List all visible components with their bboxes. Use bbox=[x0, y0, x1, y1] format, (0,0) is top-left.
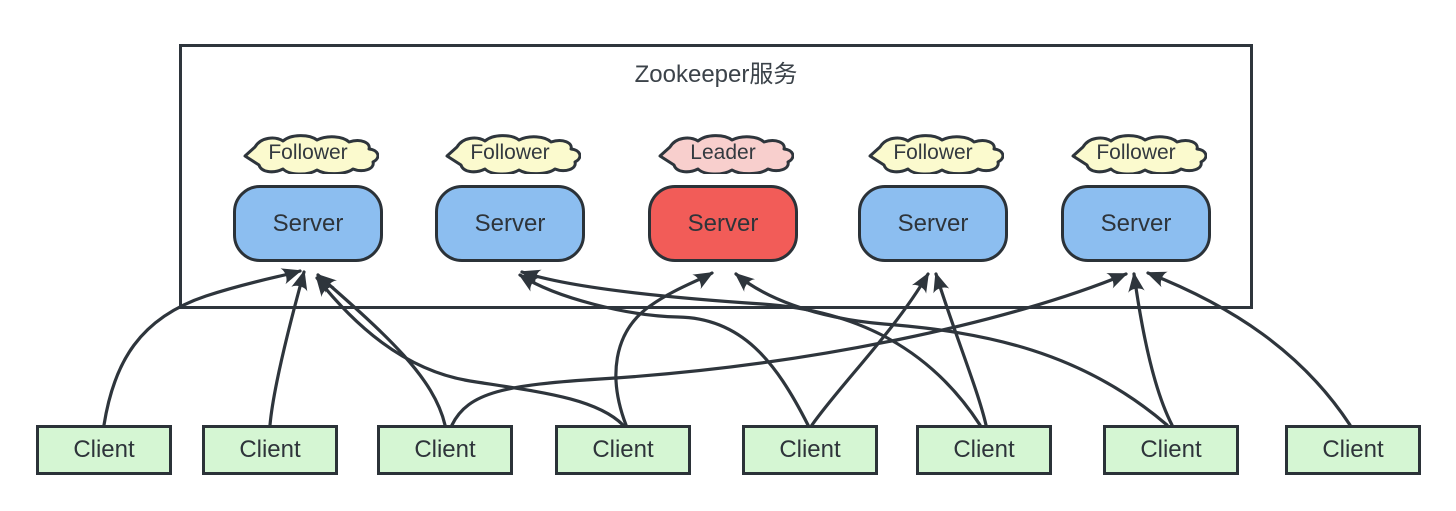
client-node-2: Client bbox=[202, 425, 338, 475]
connection-arrow-client-3-to-server-1 bbox=[316, 273, 447, 427]
client-node-8: Client bbox=[1285, 425, 1421, 475]
server-label: Server bbox=[474, 209, 546, 237]
client-node-4: Client bbox=[555, 425, 691, 475]
connection-arrow-client-6-to-server-2 bbox=[520, 269, 982, 427]
client-node-1: Client bbox=[36, 425, 172, 475]
connection-arrow-client-5-to-server-4 bbox=[810, 272, 930, 427]
follower-badge-cloud-icon bbox=[445, 134, 581, 174]
server-label: Server bbox=[897, 209, 969, 237]
follower-badge-cloud-icon bbox=[1071, 134, 1207, 174]
connection-arrow-client-8-to-server-5 bbox=[1146, 271, 1352, 427]
server-4-follower-node: Server bbox=[858, 185, 1008, 262]
client-node-6: Client bbox=[916, 425, 1052, 475]
client-label: Client bbox=[1322, 436, 1384, 463]
server-label: Server bbox=[1100, 209, 1172, 237]
connection-arrow-client-6-to-server-4 bbox=[933, 272, 988, 427]
connection-arrow-client-4-to-server-3 bbox=[614, 271, 714, 427]
connection-arrow-client-7-to-server-5 bbox=[1128, 272, 1174, 427]
leader-badge-cloud-icon bbox=[658, 134, 794, 174]
connection-arrow-client-3-to-server-5 bbox=[450, 272, 1128, 427]
connection-arrow-client-7-to-server-3 bbox=[734, 272, 1169, 427]
client-label: Client bbox=[414, 436, 476, 463]
client-label: Client bbox=[1140, 436, 1202, 463]
connection-arrow-client-2-to-server-1 bbox=[268, 270, 308, 427]
client-node-5: Client bbox=[742, 425, 878, 475]
connection-arrow-client-4-to-server-1 bbox=[315, 276, 625, 427]
client-label: Client bbox=[779, 436, 841, 463]
server-label: Server bbox=[687, 209, 759, 237]
server-3-leader-node: Server bbox=[648, 185, 798, 262]
client-label: Client bbox=[239, 436, 301, 463]
client-node-7: Client bbox=[1103, 425, 1239, 475]
zookeeper-service-box bbox=[179, 44, 1253, 309]
connection-arrow-client-1-to-server-1 bbox=[102, 268, 302, 427]
diagram-title: Zookeeper服务 bbox=[634, 61, 798, 88]
client-label: Client bbox=[592, 436, 654, 463]
server-2-follower-node: Server bbox=[435, 185, 585, 262]
follower-badge-cloud-icon bbox=[868, 134, 1004, 174]
server-label: Server bbox=[272, 209, 344, 237]
server-5-follower-node: Server bbox=[1061, 185, 1211, 262]
connection-arrow-client-5-to-server-2 bbox=[518, 273, 810, 427]
server-1-follower-node: Server bbox=[233, 185, 383, 262]
client-node-3: Client bbox=[377, 425, 513, 475]
client-label: Client bbox=[73, 436, 135, 463]
client-label: Client bbox=[953, 436, 1015, 463]
follower-badge-cloud-icon bbox=[243, 134, 379, 174]
